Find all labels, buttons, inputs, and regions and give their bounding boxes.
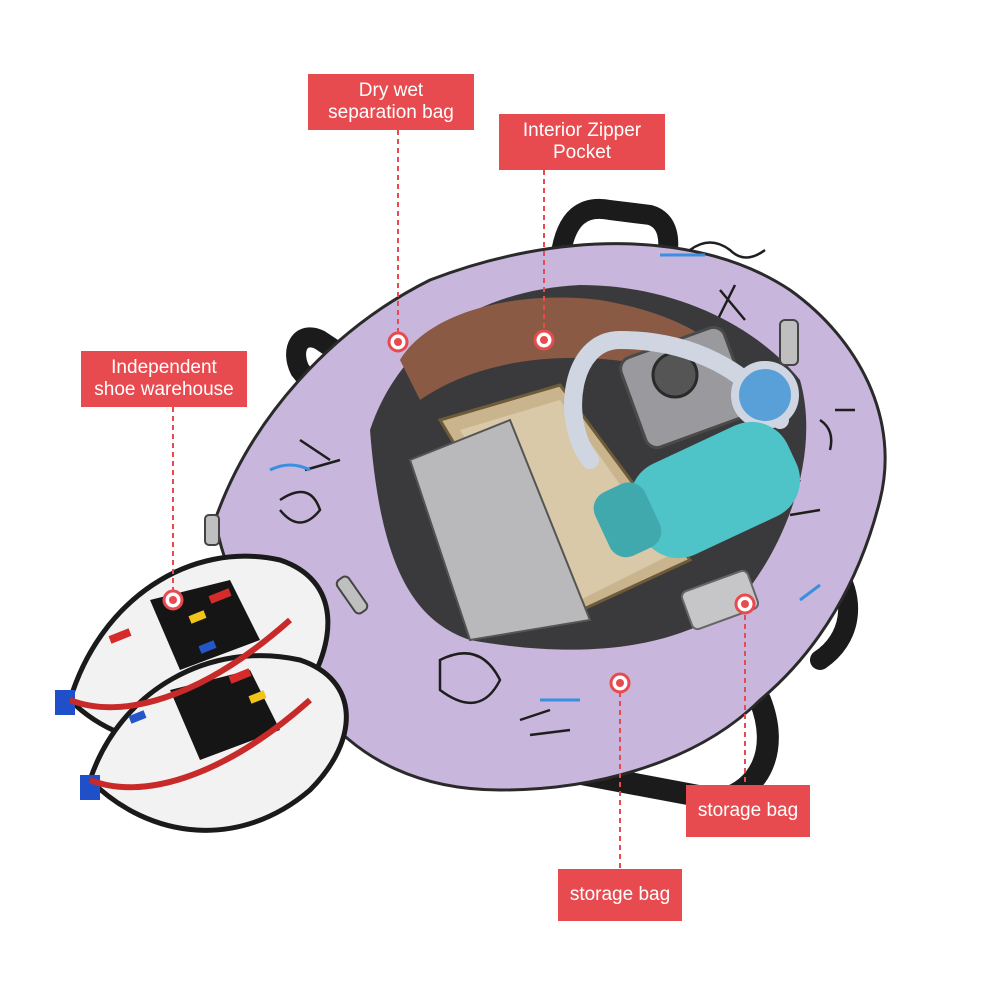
shoes [55,553,349,833]
storage-bag-right-label: storage bag [686,785,810,837]
storage-bag-right-text: storage bag [697,800,799,821]
leader-lines [172,130,746,869]
shoe-warehouse-text: Independent shoe warehouse [94,357,234,400]
blue-marks [269,253,821,702]
left-handle [286,327,360,405]
interior-zipper-pocket-text: Interior Zipper Pocket [522,120,642,163]
interior-zipper-pocket-label: Interior Zipper Pocket [499,114,665,170]
dry-wet-bag-text: Dry wet separation bag [328,80,454,123]
leader-dots [162,329,756,694]
storage-bag-bottom-label: storage bag [558,869,682,921]
power-bank [680,569,760,631]
top-handle [550,198,679,275]
interior-pocket [400,297,720,400]
storage-bag-bottom-text: storage bag [569,884,671,905]
dry-wet-bag-label: Dry wet separation bag [308,74,474,130]
shoe-warehouse-label: Independent shoe warehouse [81,351,247,407]
zippers [204,319,799,615]
water-bottle [593,421,801,559]
